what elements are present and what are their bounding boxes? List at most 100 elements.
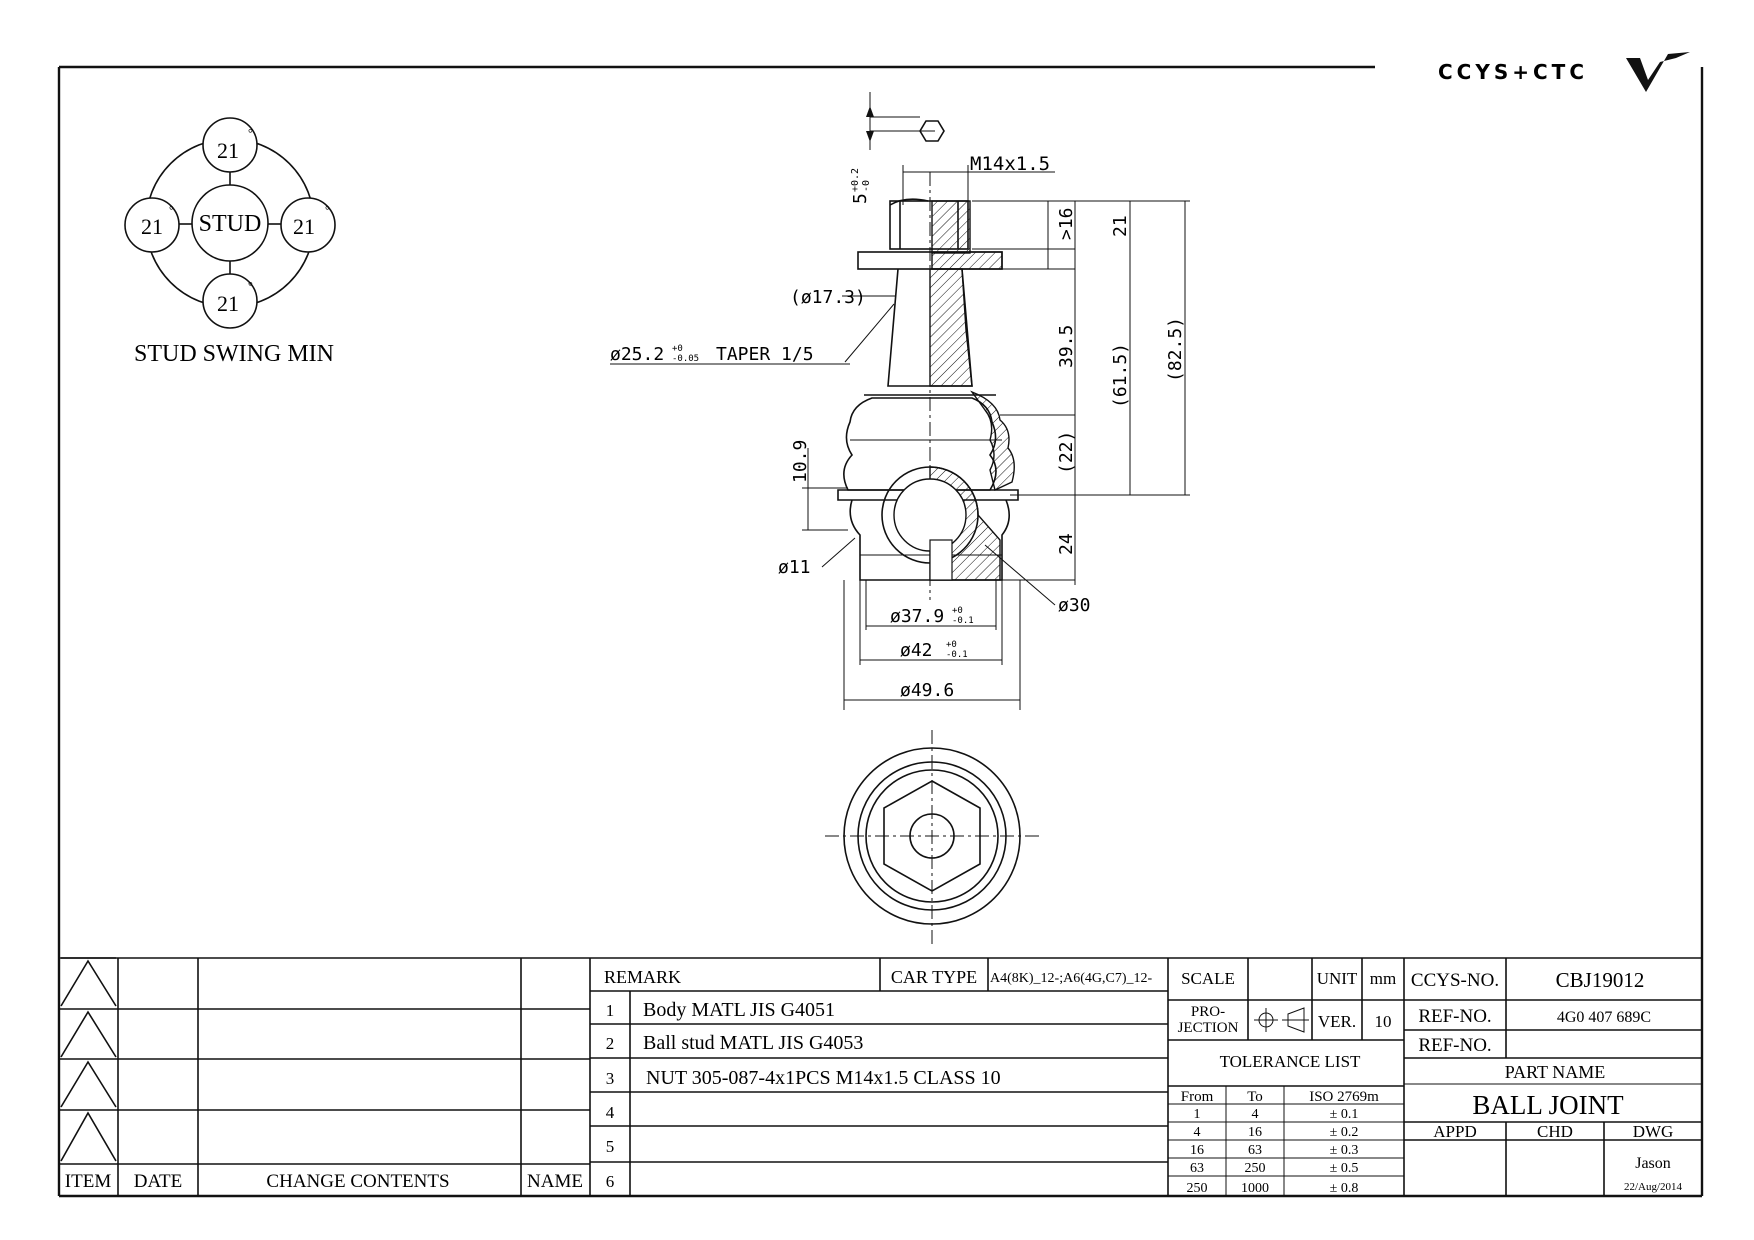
remark-row: 3 NUT 305-087-4x1PCS M14x1.5 CLASS 10 <box>606 1067 1001 1089</box>
dim-dia-42-tol-minus: -0.1 <box>946 650 968 660</box>
swing-angle-top: 21 <box>217 138 239 163</box>
projection-label: JECTION <box>1178 1020 1239 1036</box>
dim-dia-11: ø11 <box>778 557 811 578</box>
tol-to: 63 <box>1248 1143 1262 1158</box>
stud-label: STUD <box>199 211 262 237</box>
rev-header-name: NAME <box>527 1171 583 1192</box>
sheet-border <box>57 65 1704 1198</box>
remark-no: 3 <box>606 1069 615 1088</box>
tolerance-row: 1 4 ± 0.1 <box>1194 1107 1359 1122</box>
tol-to: 16 <box>1248 1125 1262 1140</box>
tol-value: ± 0.5 <box>1330 1161 1359 1176</box>
swing-angle-bottom: 21 <box>217 291 239 316</box>
dimension-labels: M14x1.5 5 +0.2 -0 (ø17.3) ø25.2 +0 -0.05… <box>610 153 1186 701</box>
tol-value: ± 0.1 <box>1330 1107 1359 1122</box>
ref-no-value: 4G0 407 689C <box>1557 1009 1651 1026</box>
remark-title: REMARK <box>604 967 681 987</box>
dim-h-22: (22) <box>1056 431 1077 474</box>
dim-taper-tol-minus: -0.05 <box>672 354 699 364</box>
chd-label: CHD <box>1537 1122 1573 1141</box>
swing-angle-right: 21 <box>293 214 315 239</box>
tol-from: 1 <box>1194 1107 1201 1122</box>
swing-angle-left: 21 <box>141 214 163 239</box>
tol-header-iso: ISO 2769m <box>1309 1089 1379 1105</box>
tol-to: 4 <box>1252 1107 1259 1122</box>
ver-label: VER. <box>1318 1012 1356 1031</box>
remark-table: REMARK CAR TYPE A4(8K)_12-;A6(4G,C7)_12-… <box>590 957 1702 1196</box>
logo-mark-icon <box>1626 52 1690 92</box>
ball-joint-side-view <box>802 92 1190 710</box>
part-name-label: PART NAME <box>1505 1062 1605 1082</box>
scale-label: SCALE <box>1181 969 1235 988</box>
dim-taper-ratio: TAPER 1/5 <box>716 344 814 365</box>
appd-label: APPD <box>1433 1122 1476 1141</box>
remark-no: 5 <box>606 1137 615 1156</box>
remark-row: 1 Body MATL JIS G4051 <box>606 999 835 1021</box>
tolerance-row: 63 250 ± 0.5 <box>1190 1161 1358 1176</box>
tolerance-title: TOLERANCE LIST <box>1220 1052 1361 1071</box>
degree-symbol: ° <box>169 203 174 217</box>
dim-dia-30: ø30 <box>1058 595 1091 616</box>
car-type-value: A4(8K)_12-;A6(4G,C7)_12- <box>990 971 1152 986</box>
dim-dia-17: (ø17.3) <box>790 287 866 308</box>
brand-logo: CCYS+CTC <box>1418 52 1690 92</box>
tol-from: 4 <box>1194 1125 1201 1140</box>
dwg-date: 22/Aug/2014 <box>1624 1181 1683 1193</box>
remark-no: 6 <box>606 1172 615 1191</box>
tolerance-row: 16 63 ± 0.3 <box>1190 1143 1358 1158</box>
tol-header-to: To <box>1247 1089 1263 1105</box>
dim-nut-tol-minus: -0 <box>861 180 872 192</box>
dim-h-39: 39.5 <box>1056 325 1077 368</box>
degree-symbol: ° <box>325 203 330 217</box>
dim-h-61: (61.5) <box>1110 343 1131 408</box>
dim-dia-42-tol-plus: +0 <box>946 640 957 650</box>
ccys-no-label: CCYS-NO. <box>1411 970 1499 991</box>
logo-text: CCYS+CTC <box>1438 60 1588 84</box>
degree-symbol: ° <box>248 279 253 293</box>
dim-nut-height: 5 <box>850 193 871 204</box>
title-block: CCYS-NO. CBJ19012 REF-NO. 4G0 407 689C R… <box>1404 958 1702 1196</box>
spec-block: SCALE UNIT mm PRO- JECTION VER. 10 TOLER… <box>1167 958 1405 1196</box>
dim-dia-37-tol-plus: +0 <box>952 606 963 616</box>
dim-dia-37-tol-minus: -0.1 <box>952 616 974 626</box>
remark-row: 4 <box>606 1103 615 1122</box>
remark-text: NUT 305-087-4x1PCS M14x1.5 CLASS 10 <box>646 1067 1001 1089</box>
dim-dia-49: ø49.6 <box>900 680 954 701</box>
dim-h-10: 10.9 <box>790 440 811 483</box>
dim-h-21: 21 <box>1110 215 1131 237</box>
remark-row: 5 <box>606 1137 615 1156</box>
dim-h-82: (82.5) <box>1165 317 1186 382</box>
tol-from: 63 <box>1190 1161 1204 1176</box>
tol-to: 250 <box>1245 1161 1266 1176</box>
dim-thread: M14x1.5 <box>970 153 1050 175</box>
remark-text: Ball stud MATL JIS G4053 <box>643 1032 863 1054</box>
remark-no: 2 <box>606 1034 615 1053</box>
tolerance-row: 250 1000 ± 0.8 <box>1187 1181 1359 1196</box>
remark-row: 6 <box>606 1172 615 1191</box>
dim-taper-tol-plus: +0 <box>672 344 683 354</box>
dim-h-24: 24 <box>1056 533 1077 555</box>
tol-value: ± 0.8 <box>1330 1181 1359 1196</box>
stud-swing-caption: STUD SWING MIN <box>134 341 334 367</box>
tol-to: 1000 <box>1241 1181 1269 1196</box>
rev-header-date: DATE <box>134 1171 183 1192</box>
tol-value: ± 0.2 <box>1330 1125 1359 1140</box>
projection-symbol-icon <box>1254 1007 1309 1033</box>
dim-dia-37: ø37.9 <box>890 606 944 627</box>
remark-no: 4 <box>606 1103 615 1122</box>
remark-row: 2 Ball stud MATL JIS G4053 <box>606 1032 864 1054</box>
tol-header-from: From <box>1181 1089 1214 1105</box>
dim-nut-tol-plus: +0.2 <box>850 168 861 192</box>
tol-from: 16 <box>1190 1143 1204 1158</box>
unit-label: UNIT <box>1317 969 1358 988</box>
dwg-name: Jason <box>1635 1155 1671 1172</box>
dim-taper: ø25.2 <box>610 344 664 365</box>
stud-swing-diagram: STUD 21 ° 21 ° 21 ° 21 ° STUD SWING MIN <box>124 117 336 367</box>
remark-no: 1 <box>606 1001 615 1020</box>
projection-label: PRO- <box>1191 1004 1225 1020</box>
unit-value: mm <box>1370 969 1396 988</box>
dim-h-16: >16 <box>1056 207 1077 240</box>
ref-no-label: REF-NO. <box>1418 1006 1491 1027</box>
ref-no-label-2: REF-NO. <box>1418 1035 1491 1056</box>
